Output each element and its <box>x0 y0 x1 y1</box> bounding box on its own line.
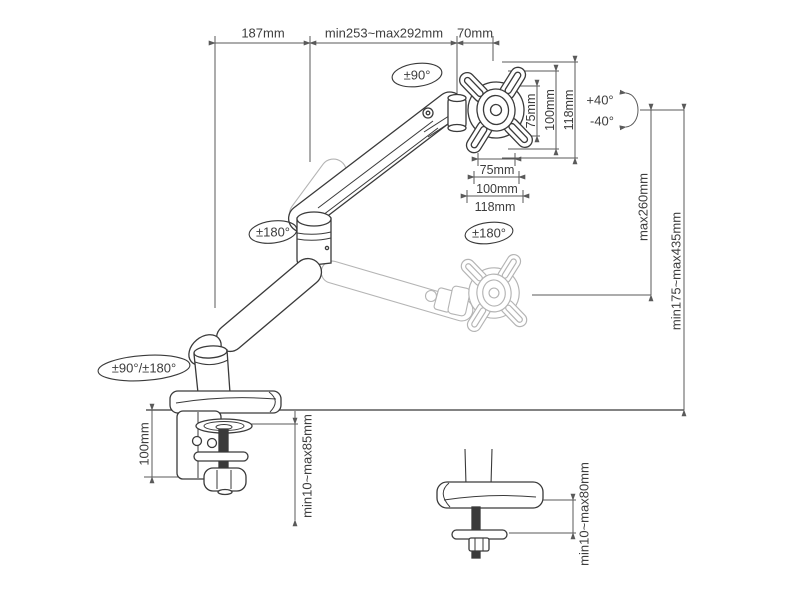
tilt-up-label: +40° <box>586 92 614 108</box>
head-swivel-label: ±90° <box>403 67 431 83</box>
arm-assembly <box>188 91 467 394</box>
dim-vesa-vertical-75: 75mm <box>523 93 538 129</box>
base-rotation-label: ±90°/±180° <box>111 360 177 376</box>
dim-vesa-vertical-118: 118mm <box>561 89 576 131</box>
grommet-mount <box>436 448 544 559</box>
desk-clamp <box>169 390 282 496</box>
dim-top-reach-base: 187mm <box>241 25 285 41</box>
dim-vesa-horizontal-118: 118mm <box>474 199 516 214</box>
rotation-indicators <box>97 62 514 382</box>
dim-vesa-vertical-100: 100mm <box>542 89 557 131</box>
dim-clamp-desk-thickness: min10~max85mm <box>299 414 315 518</box>
dim-top-reach-arm: min253~max292mm <box>324 25 444 41</box>
clamp-knob <box>203 467 247 492</box>
lower-arm <box>215 257 323 353</box>
dim-height-range: min175~max435mm <box>668 211 684 331</box>
tilt-down-label: -40° <box>590 113 614 129</box>
dim-top-reach-head: 70mm <box>456 25 494 41</box>
head-rotation-label: ±180° <box>471 225 507 241</box>
elbow-rotation-label: ±180° <box>255 224 291 240</box>
dim-grommet-desk-thickness: min10~max80mm <box>576 462 592 566</box>
dim-lift-range: max260mm <box>635 173 651 241</box>
dim-vesa-horizontal-75: 75mm <box>479 162 515 177</box>
dim-vesa-horizontal-100: 100mm <box>476 181 518 196</box>
dim-clamp-height: 100mm <box>136 422 152 466</box>
